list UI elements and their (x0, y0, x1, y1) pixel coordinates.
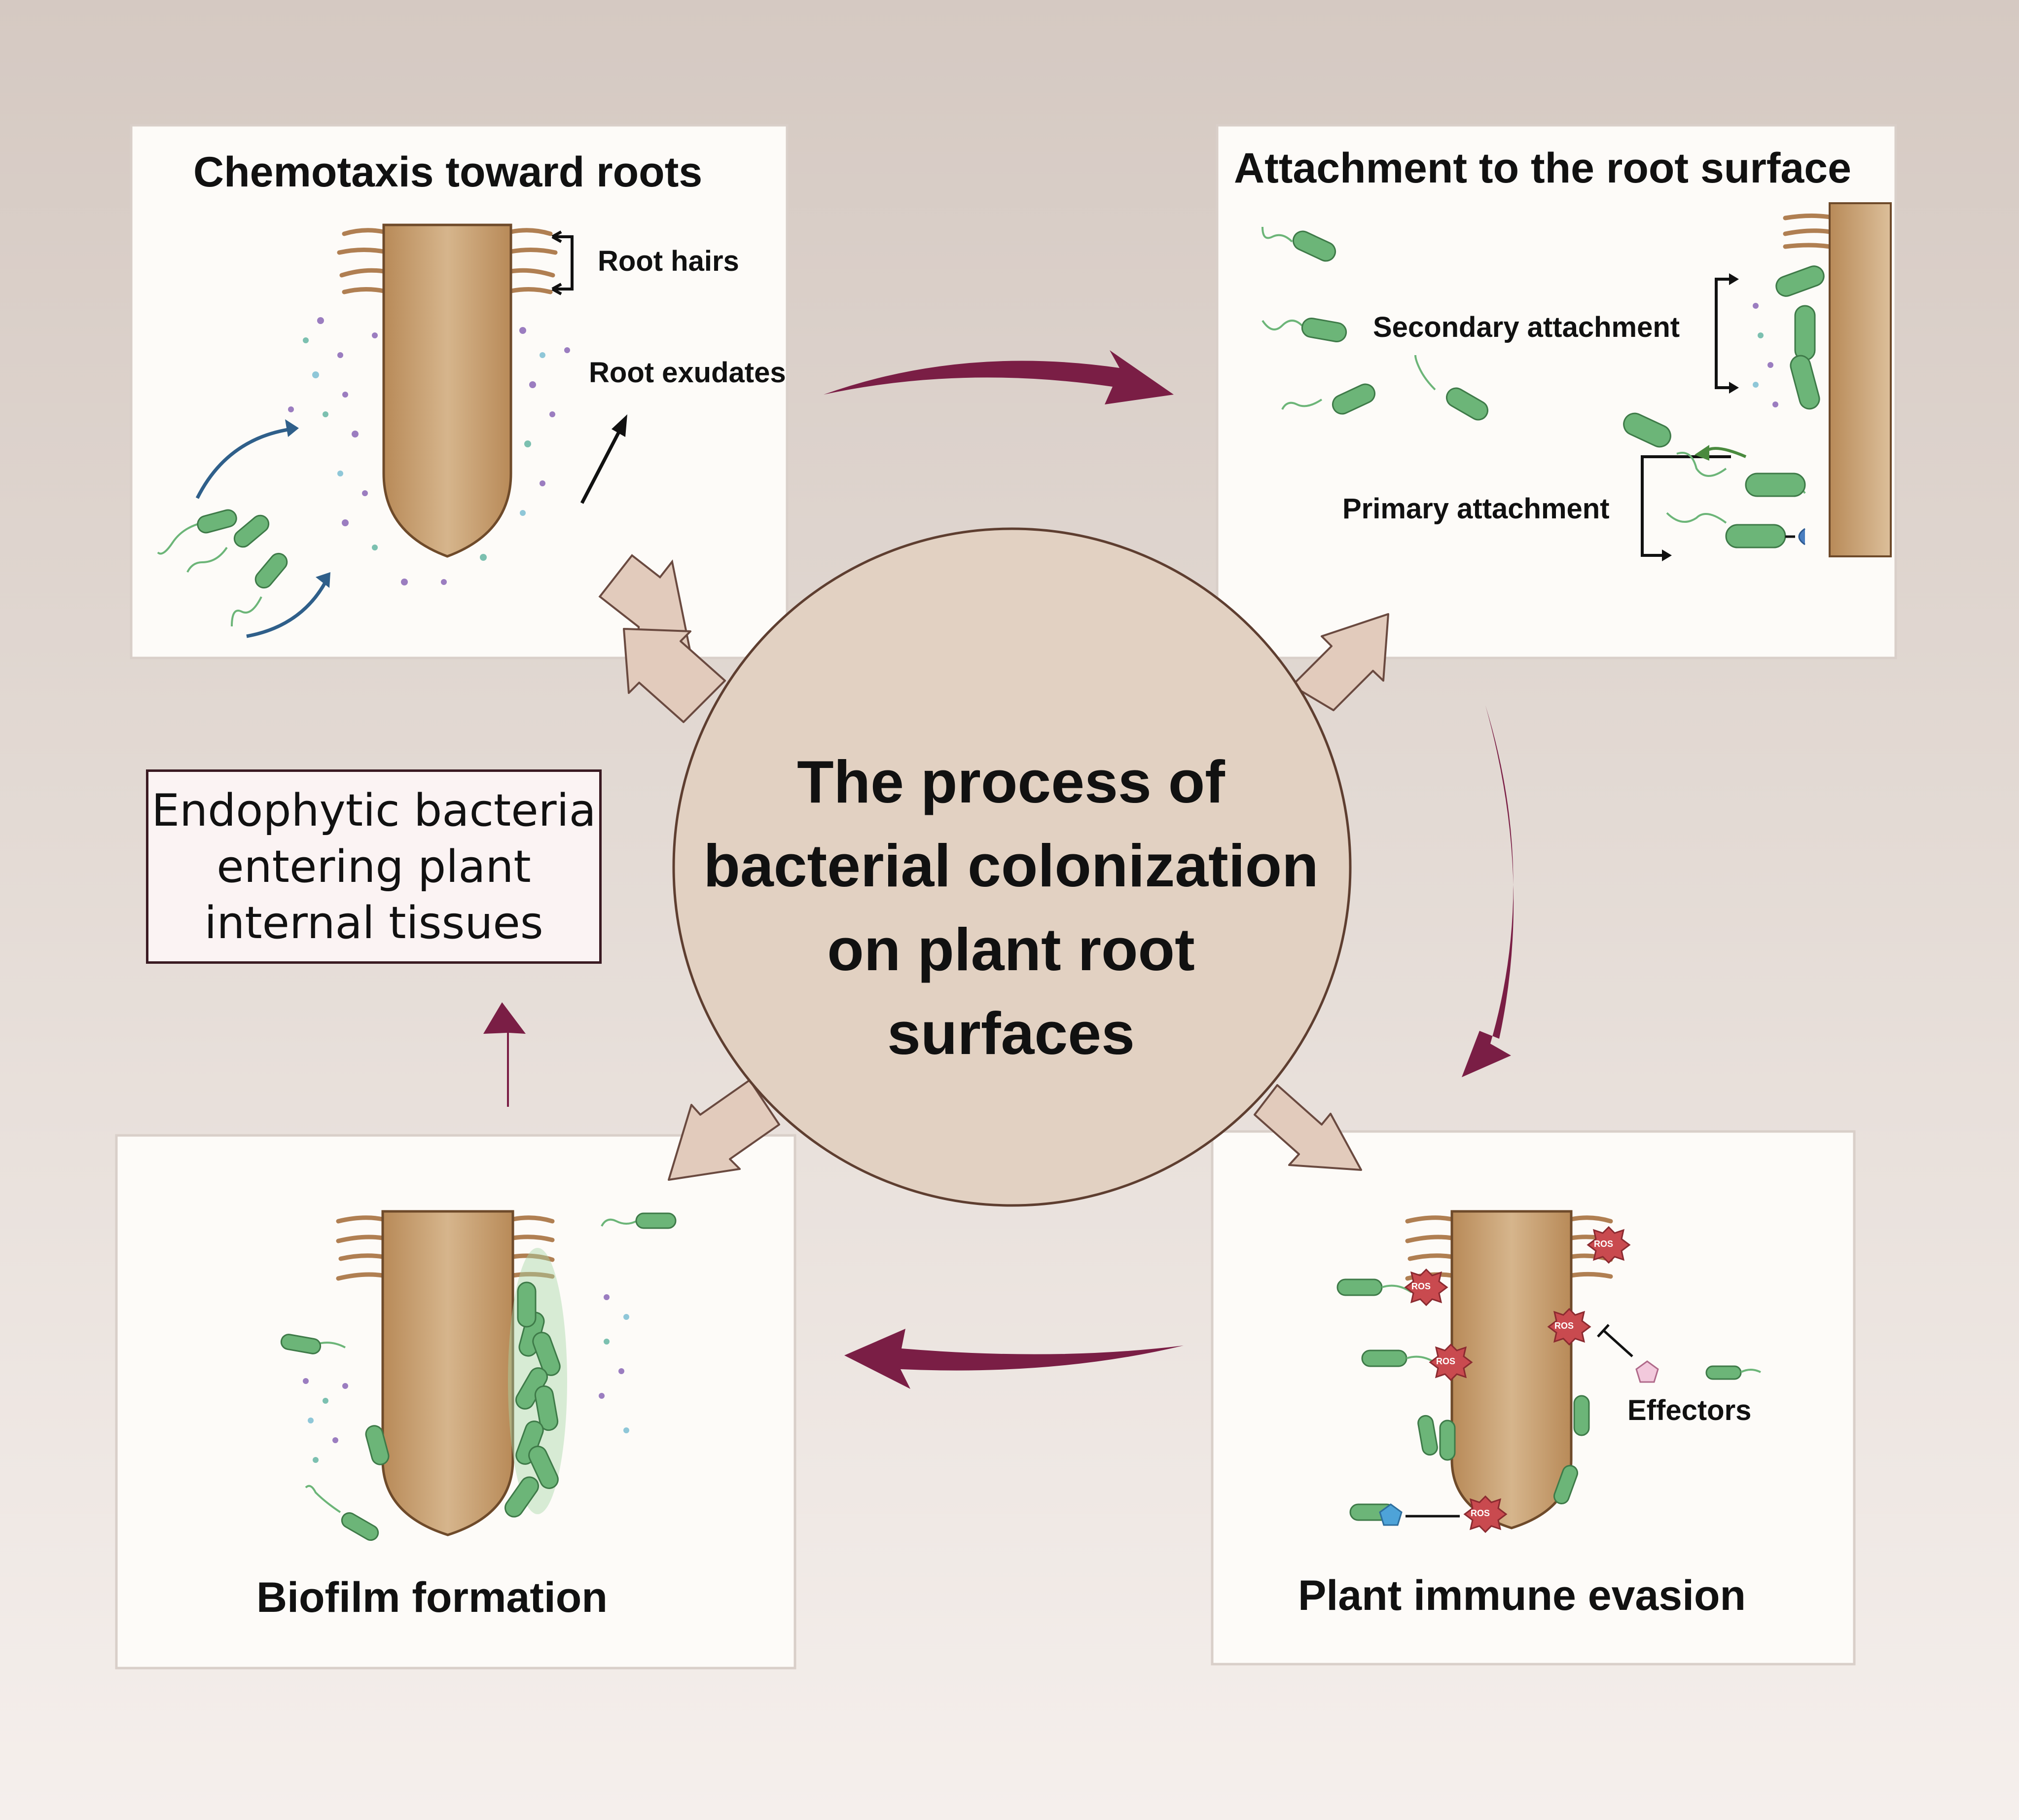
panel-title-attachment: Attachment to the root surface (1234, 145, 1851, 192)
chemotaxis-arrows (195, 427, 327, 638)
label-root-hairs: Root hairs (598, 245, 739, 277)
center-circle (672, 527, 1352, 1207)
bacterium-icon (157, 509, 288, 627)
bacterium-icon (1336, 1278, 1742, 1521)
flow-arrow-icon (483, 350, 1514, 1389)
panel-attachment (1216, 124, 1897, 659)
root-icon (337, 223, 558, 558)
label-root-exudates: Root exudates (589, 357, 786, 389)
panel-title-chemotaxis: Chemotaxis toward roots (193, 148, 703, 196)
bacterium-icon (280, 1212, 677, 1541)
diagonal-arrows (623, 613, 1389, 1181)
attachment-brackets (1641, 278, 1736, 557)
biofilm-cluster (365, 1248, 567, 1518)
center-title-line: on plant root (827, 916, 1195, 983)
ros-burst-icon (1404, 1226, 1631, 1533)
root-icon (336, 1210, 555, 1536)
endophytic-line: internal tissues (204, 897, 543, 949)
root-surface (1783, 202, 1892, 557)
panel-title-immune: Plant immune evasion (1298, 1572, 1746, 1619)
secondary-dots (1753, 303, 1778, 407)
panel-title-biofilm: Biofilm formation (256, 1574, 608, 1621)
ros-label: ROS (1554, 1321, 1574, 1331)
exudate-dots (288, 317, 570, 585)
endophytic-line: Endophytic bacteria (151, 785, 596, 837)
effector-icon (1379, 1324, 1659, 1526)
endophytic-line: entering plant (216, 841, 531, 893)
root-hairs-bracket (551, 230, 574, 295)
label-primary-attachment: Primary attachment (1342, 493, 1610, 525)
bacterium-icon (1262, 226, 1825, 548)
ros-label: ROS (1594, 1239, 1614, 1249)
center-title-line: surfaces (887, 1000, 1135, 1067)
ros-label: ROS (1411, 1281, 1431, 1291)
exudate-dots (303, 1294, 629, 1463)
label-effectors: Effectors (1627, 1394, 1752, 1426)
center-title-line: bacterial colonization (703, 832, 1319, 899)
endophytic-box: Endophytic bacteria entering plant inter… (146, 769, 602, 964)
center-title: The process of bacterial colonization on… (681, 740, 1341, 1075)
ros-label: ROS (1436, 1356, 1456, 1366)
label-secondary-attachment: Secondary attachment (1373, 311, 1680, 343)
center-title-line: The process of (797, 748, 1225, 815)
ros-label: ROS (1471, 1508, 1490, 1518)
